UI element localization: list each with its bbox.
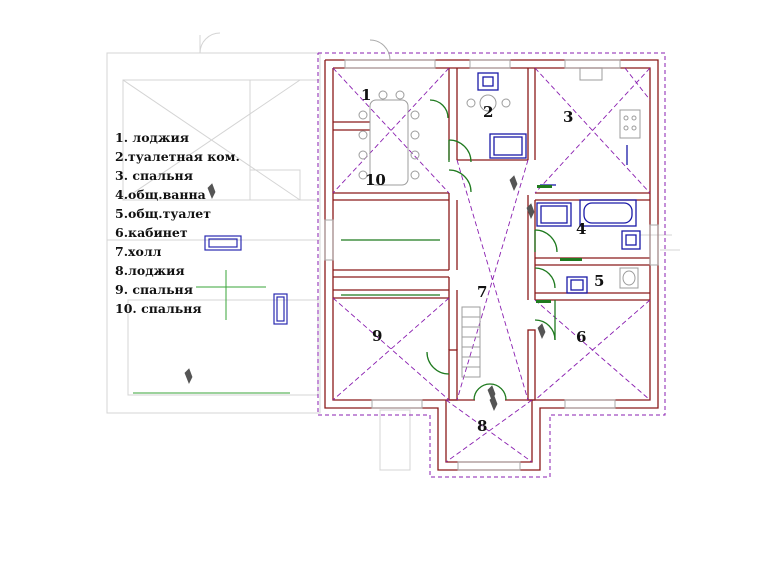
room-number-8: 8 <box>477 417 488 435</box>
room-number-10: 10 <box>365 171 386 189</box>
legend-item: 4.общ.ванна <box>115 187 206 202</box>
faded-adjacent-green <box>133 270 290 394</box>
room-number-4: 4 <box>576 220 587 238</box>
room-number-6: 6 <box>576 328 587 346</box>
doors <box>341 99 558 401</box>
legend-item: 1. лоджия <box>115 130 190 145</box>
room-number-7: 7 <box>477 283 488 301</box>
windows <box>324 39 659 471</box>
room-legend: 1. лоджия 2.туалетная ком. 3. спальня 4.… <box>115 128 240 318</box>
dashed-outline <box>317 52 666 478</box>
faded-adjacent-plan <box>106 32 680 471</box>
plant-icons <box>184 175 546 411</box>
room-number-2: 2 <box>483 103 494 121</box>
interior-walls <box>333 68 650 401</box>
room-number-3: 3 <box>563 108 574 126</box>
legend-item: 2.туалетная ком. <box>115 149 240 164</box>
room-number-9: 9 <box>372 327 383 345</box>
furniture <box>358 67 641 378</box>
legend-item: 10. спальня <box>115 301 202 316</box>
room-number-5: 5 <box>594 272 605 290</box>
fixtures <box>477 72 641 294</box>
legend-item: 3. спальня <box>115 168 193 183</box>
room-diagonals <box>332 67 651 463</box>
room-number-1: 1 <box>361 86 372 104</box>
legend-item: 9. спальня <box>115 282 193 297</box>
faded-adjacent-fixtures <box>204 235 288 325</box>
legend-item: 5.общ.туалет <box>115 206 211 221</box>
legend-item: 8.лоджия <box>115 263 185 278</box>
legend-item: 6.кабинет <box>115 225 188 240</box>
legend-item: 7.холл <box>115 244 162 259</box>
green-marks <box>536 185 582 303</box>
